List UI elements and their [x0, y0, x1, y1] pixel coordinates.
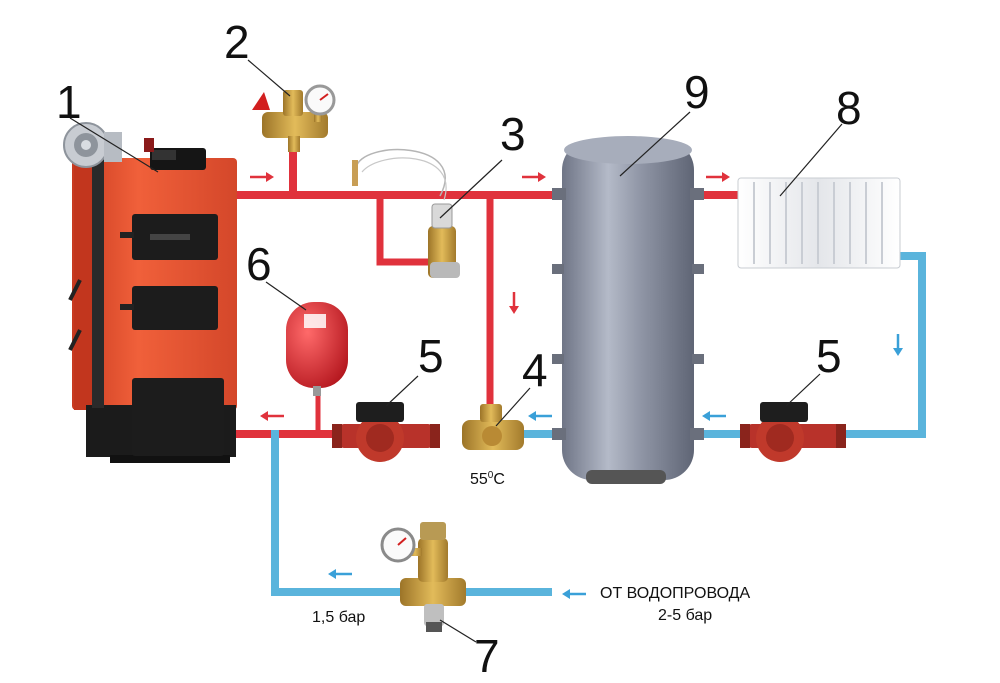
thermal-safety-valve — [352, 148, 460, 278]
callout-5-right: 5 — [816, 330, 842, 382]
callout-4: 4 — [522, 344, 548, 396]
radiator — [737, 177, 901, 269]
three-way-mixing-valve — [462, 404, 524, 450]
solid-fuel-boiler — [63, 122, 237, 463]
hot-supply-pipes — [221, 144, 746, 438]
callout-6: 6 — [246, 238, 272, 290]
callout-3: 3 — [500, 108, 526, 160]
valve-temperature-label: 550С — [470, 470, 505, 488]
water-source-pressure-label: 2-5 бар — [658, 607, 712, 624]
pressure-gauge-icon — [304, 84, 336, 122]
safety-group — [252, 84, 336, 152]
flow-arrow-icon — [250, 172, 903, 599]
expansion-tank — [286, 302, 348, 396]
circulation-pump-right — [740, 402, 846, 462]
callout-2: 2 — [224, 16, 250, 68]
water-source-label: ОТ ВОДОПРОВОДА — [600, 585, 751, 602]
callout-9: 9 — [684, 66, 710, 118]
pressure-reducing-valve — [380, 522, 466, 632]
callout-leaders — [69, 59, 843, 643]
circulation-pump-left — [332, 402, 440, 462]
callout-8: 8 — [836, 82, 862, 134]
callout-1: 1 — [56, 76, 82, 128]
buffer-tank — [552, 136, 704, 484]
feed-pressure-label: 1,5 бар — [312, 609, 365, 626]
pressure-gauge-icon — [380, 527, 422, 563]
callout-5-left: 5 — [418, 330, 444, 382]
callout-7: 7 — [474, 630, 500, 682]
